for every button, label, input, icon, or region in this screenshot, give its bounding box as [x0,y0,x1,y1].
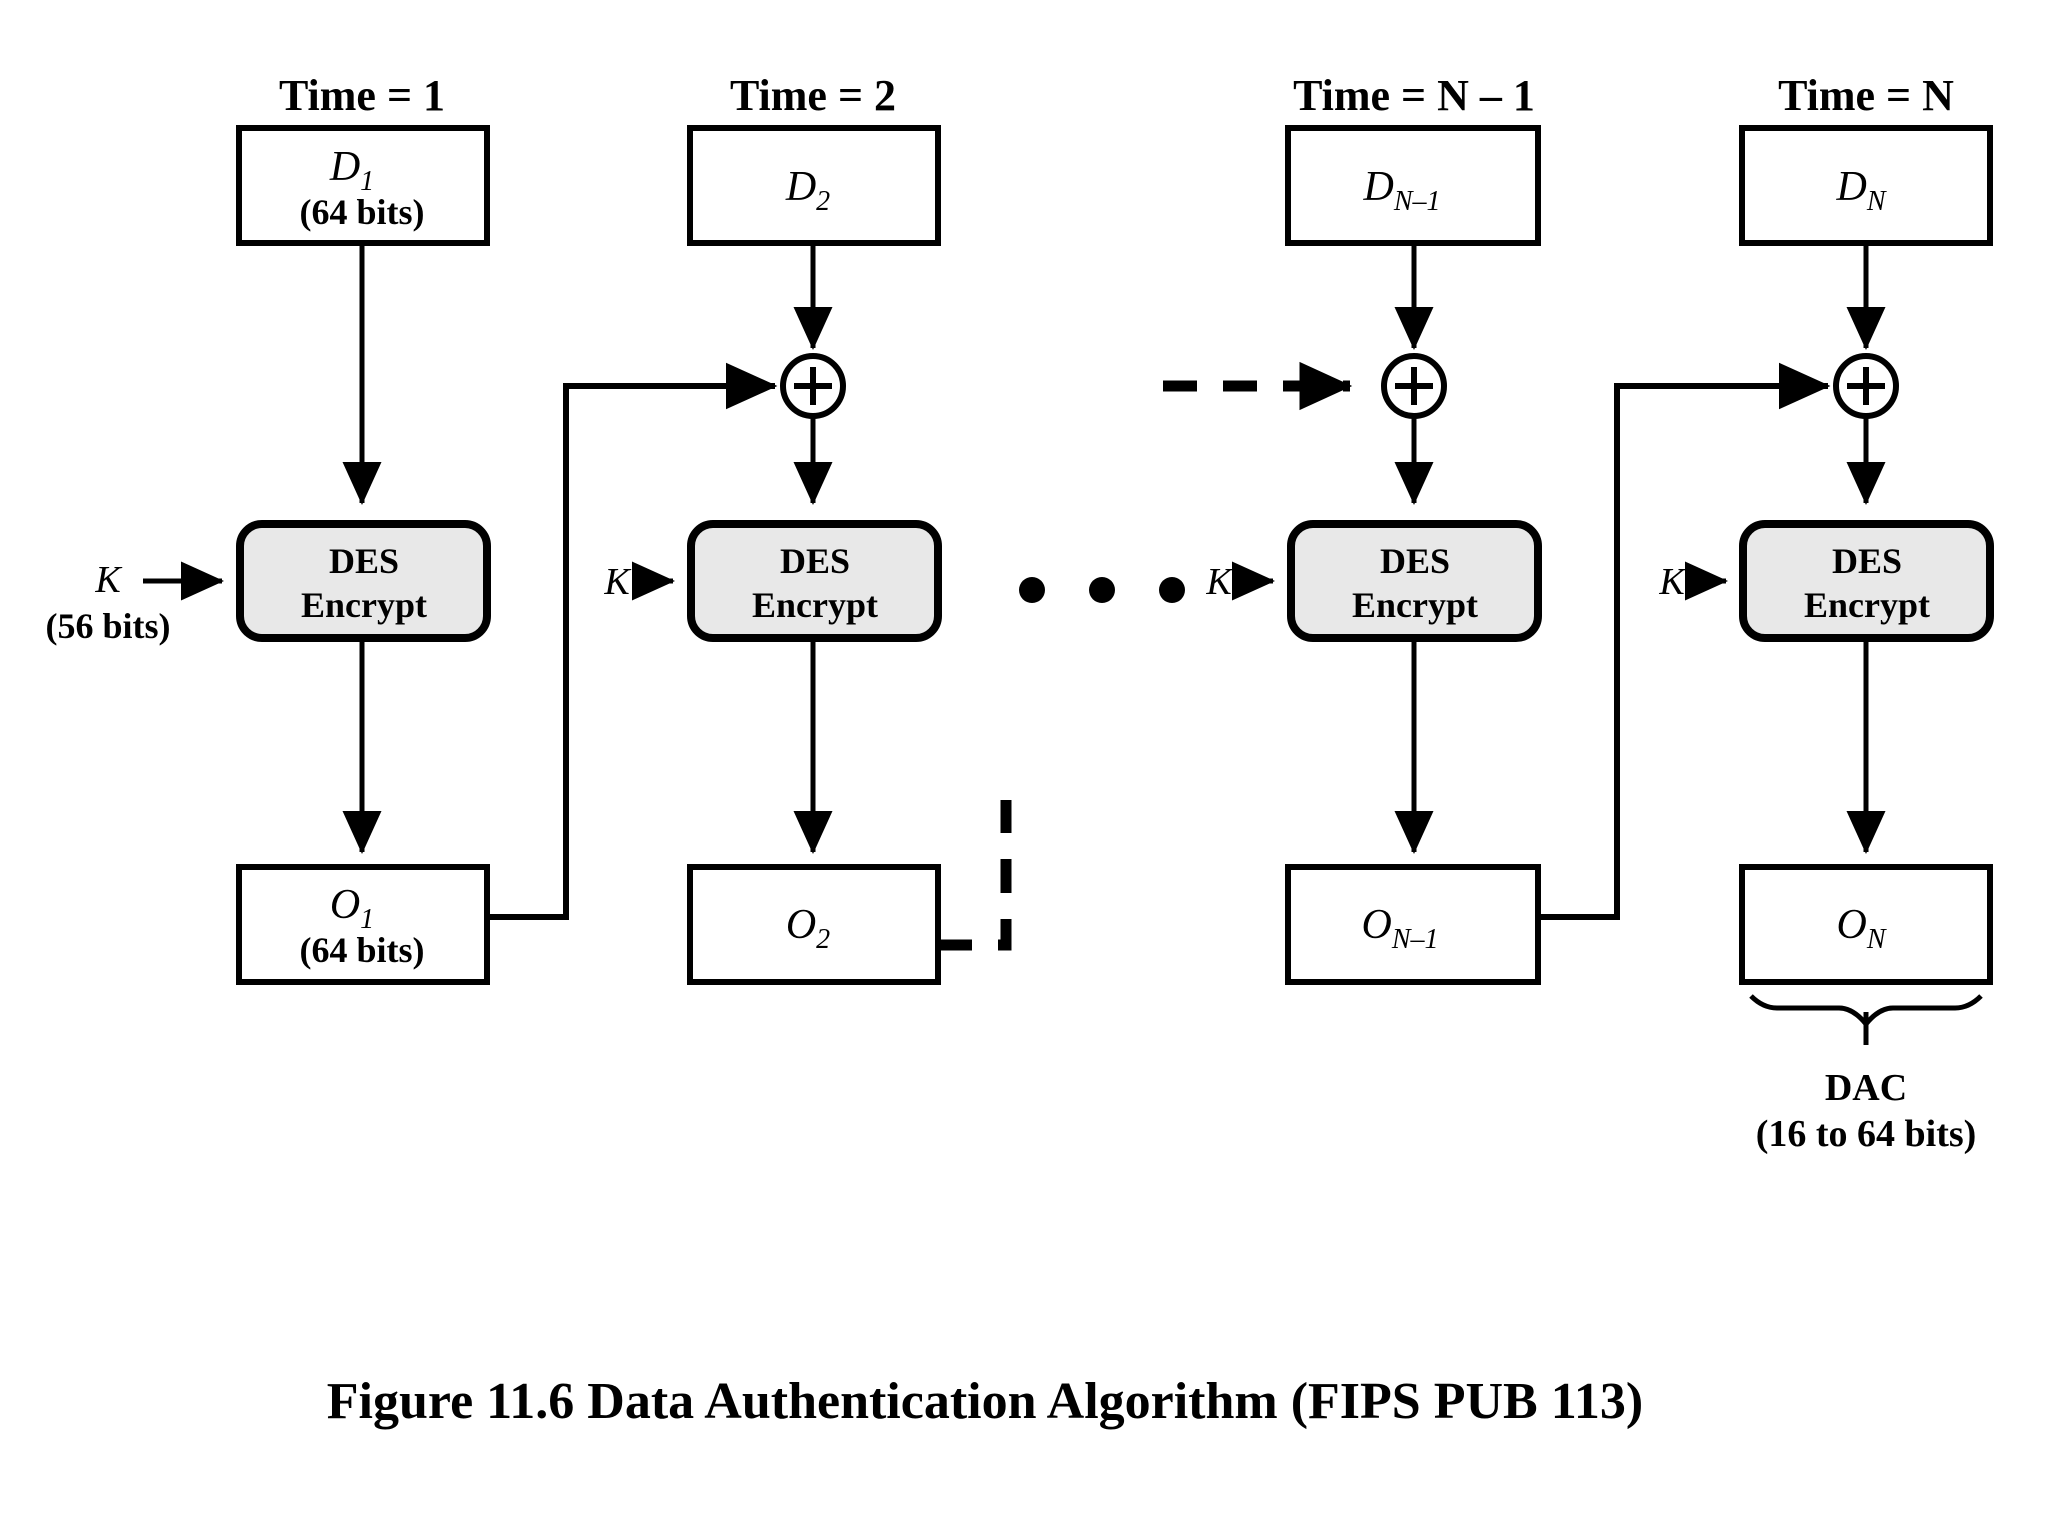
key-label-4: K [1658,561,1686,603]
output-block-3 [1285,864,1541,985]
des-encrypt-3-line1: DES [1380,541,1450,581]
data-block-1-size: (64 bits) [300,192,425,232]
data-block-1-symbol: D1 [329,144,374,197]
data-block-2 [687,125,941,246]
des-encrypt-4-line1: DES [1832,541,1902,581]
output-block-1 [236,864,490,985]
stage-column-2: Time = 2 D2 DES Encrypt K O2 [603,71,1012,985]
figure-caption: Figure 11.6 Data Authentication Algorith… [327,1373,1643,1430]
time-label-1: Time = 1 [279,71,445,120]
des-encrypt-4-line2: Encrypt [1804,585,1930,625]
dac-label: DAC [1825,1067,1907,1109]
stage-ellipsis [1019,577,1185,603]
data-block-3 [1285,125,1541,246]
key-label-2: K [603,561,631,603]
key-label-3: K [1205,561,1233,603]
output-block-4-symbol: ON [1836,902,1886,955]
feedback-wire-on1-to-xorn [1538,362,1831,920]
time-label-3: Time = N – 1 [1293,71,1535,120]
des-encrypt-1-line2: Encrypt [301,585,427,625]
output-block-2 [687,864,941,985]
data-block-3-symbol: DN–1 [1362,164,1440,217]
key-label-1: K [94,559,122,601]
output-block-1-size: (64 bits) [300,930,425,970]
dac-size-label: (16 to 64 bits) [1756,1113,1977,1155]
ellipsis-dot-3 [1159,577,1185,603]
stage-column-4: Time = N DN DES Encrypt K ON DAC (16 to … [1658,71,1994,1155]
feedback-wire-o2-dashed [938,800,1012,951]
time-label-4: Time = N [1778,71,1954,120]
des-encrypt-2-line1: DES [780,541,850,581]
output-block-1-symbol: O1 [330,882,374,935]
ellipsis-dot-2 [1089,577,1115,603]
key-size-1: (56 bits) [46,606,171,646]
des-encrypt-3-line2: Encrypt [1352,585,1478,625]
ellipsis-dot-1 [1019,577,1045,603]
output-block-4 [1739,864,1993,985]
data-block-4-symbol: DN [1835,164,1886,217]
stage-column-1: Time = 1 D1 (64 bits) DES Encrypt K (56 … [46,71,778,985]
output-block-2-symbol: O2 [786,902,830,955]
time-label-2: Time = 2 [730,71,896,120]
data-block-2-symbol: D2 [785,164,830,217]
des-encrypt-1-line1: DES [329,541,399,581]
feedback-wire-o1-to-xor2 [487,362,778,920]
data-block-4 [1739,125,1993,246]
output-block-3-symbol: ON–1 [1361,902,1438,955]
stage-column-3: Time = N – 1 DN–1 DES Encrypt K ON–1 [1205,71,1831,985]
des-encrypt-2-line2: Encrypt [752,585,878,625]
